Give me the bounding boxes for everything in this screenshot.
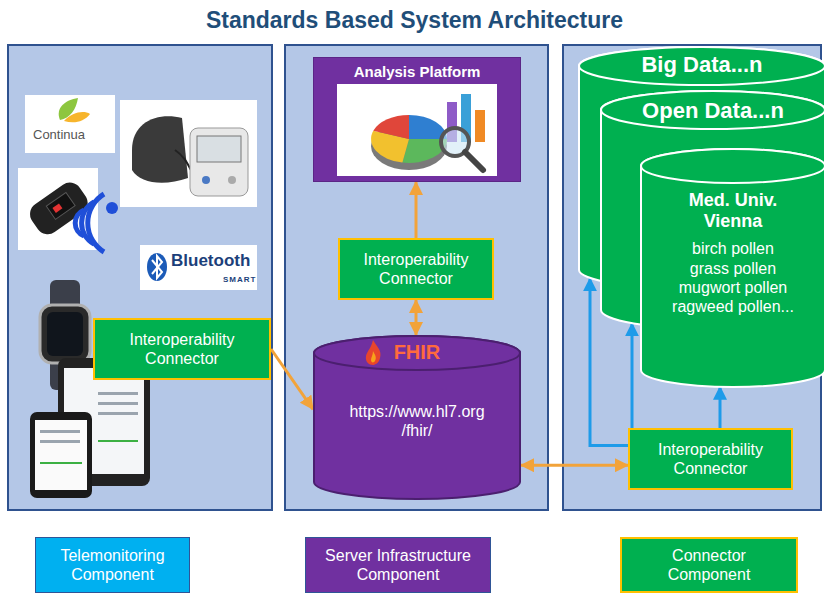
legend-swatch: Telemonitoring Component: [35, 537, 190, 593]
fhir-flame: [363, 339, 383, 366]
photo-card: [120, 100, 257, 207]
bp-monitor: [190, 128, 248, 196]
photo-card: [18, 168, 98, 250]
connector-arrow: [415, 300, 418, 335]
magnifier-handle: [465, 152, 483, 170]
legend-swatch: Connector Component: [620, 537, 798, 593]
screen-line: [98, 440, 138, 442]
logo-text: Continua: [33, 127, 85, 142]
cylinder-top: [601, 91, 825, 129]
node-heading: Interoperability Connector: [346, 250, 486, 288]
data-cylinder: Med. Univ. Vienna birch pollen grass poll…: [640, 148, 826, 388]
screen-line: [98, 412, 138, 415]
node-heading: FHIR: [394, 341, 441, 364]
flame-inner: [371, 351, 376, 362]
connector-arrow: [719, 387, 722, 428]
chart-ground: [337, 84, 497, 176]
fhir-database: FHIR https://www.hl7.org /fhir/: [313, 335, 521, 500]
bp-button: [202, 176, 210, 184]
node-heading: Open Data...n: [642, 98, 784, 123]
telemonitoring-panel: [8, 45, 272, 510]
cylinder-body: [641, 149, 825, 387]
screen-line: [40, 440, 80, 443]
connector-arrow: [271, 349, 313, 409]
node-body: birch pollen grass pollen mugwort pollen…: [671, 239, 795, 316]
diagram-title: Standards Based System Architecture: [0, 7, 829, 34]
connector-box: Interoperability Connector: [628, 428, 793, 490]
node-heading: Med. Univ. Vienna: [671, 190, 795, 231]
wireless-dot: [106, 202, 118, 214]
cylinder-top: [579, 47, 825, 85]
legend-text: Telemonitoring Component: [53, 546, 173, 584]
wireless-arc: [88, 194, 104, 252]
screen-line: [98, 402, 138, 405]
connector-arrow: [631, 323, 634, 428]
watch-screen: [47, 312, 83, 356]
chart-bar: [475, 110, 485, 142]
bluetooth-badge: [147, 253, 167, 281]
node-heading: Big Data...n: [641, 52, 762, 77]
phone-screen: [35, 420, 87, 490]
node-heading: Interoperability Connector: [112, 330, 252, 368]
screen-line: [40, 430, 80, 433]
legend-text: Server Infrastructure Component: [313, 546, 483, 584]
chart-illustration: [337, 84, 497, 176]
legend-text: Connector Component: [649, 546, 769, 584]
legend-swatch: Server Infrastructure Component: [305, 537, 491, 593]
phone: [30, 412, 92, 498]
node-heading: Analysis Platform: [354, 63, 481, 81]
logo-card: [140, 245, 257, 290]
node-heading: Interoperability Connector: [641, 440, 781, 478]
connector-box: Interoperability Connector: [338, 238, 494, 300]
logo-text: SMART: [223, 275, 256, 284]
logo-text: Bluetooth: [171, 251, 250, 271]
flame-outer: [366, 340, 381, 365]
node-body: https://www.hl7.org /fhir/: [342, 402, 492, 440]
bp-display: [197, 136, 241, 162]
cylinder-body: [314, 336, 520, 499]
connector-arrow: [521, 464, 628, 467]
cylinder-top: [641, 149, 825, 183]
logo-leaf: [64, 112, 90, 122]
screen-line: [98, 392, 138, 395]
watch-face: [40, 305, 90, 363]
screen-line: [40, 462, 82, 464]
cylinder-top: [314, 336, 520, 370]
oximeter-digits: [52, 203, 62, 213]
server-panel: [285, 45, 548, 510]
oximeter-display: [46, 192, 75, 219]
bp-cuff: [132, 116, 188, 183]
analysis-platform-box: Analysis Platform: [313, 57, 521, 182]
connector-box: Interoperability Connector: [93, 318, 271, 380]
logo-card: [25, 95, 115, 153]
pie-slice: [373, 115, 409, 139]
bluetooth-rune: [152, 256, 162, 278]
bp-button: [228, 176, 236, 184]
connector-arrow: [415, 182, 418, 238]
